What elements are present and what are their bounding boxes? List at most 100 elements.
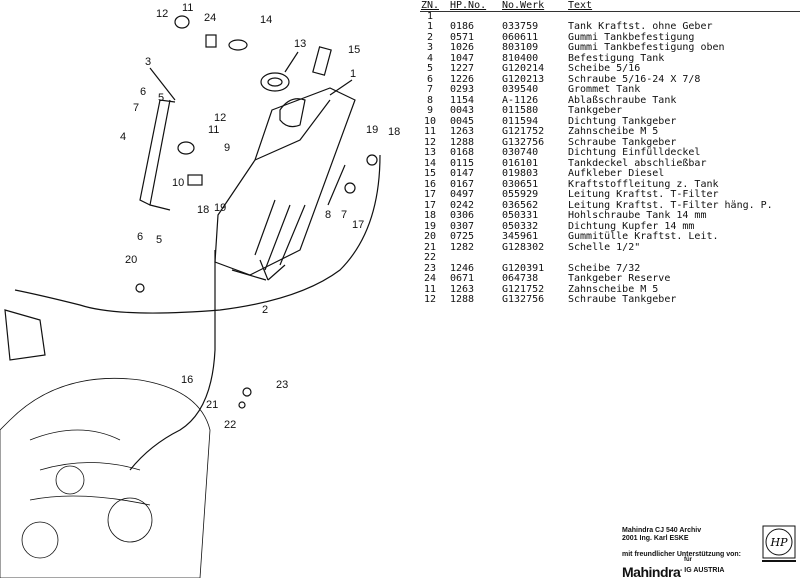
cell-werk: G120214 <box>502 63 545 74</box>
cell-werk: 039540 <box>502 84 539 95</box>
cell-hp: 0306 <box>450 210 475 221</box>
cell-text: Dichtung Kupfer 14 mm <box>568 220 695 232</box>
cell-hp: 0497 <box>450 189 475 200</box>
callout-5b: 5 <box>156 234 163 246</box>
callout-14: 14 <box>260 14 273 26</box>
cell-text: Zahnscheibe M 5 <box>568 283 659 295</box>
cell-zn: 12 <box>423 136 437 148</box>
cell-zn: 17 <box>423 189 437 200</box>
cell-text: Befestigung Tank <box>568 52 665 64</box>
callout-13: 13 <box>294 38 307 50</box>
callout-8: 8 <box>325 209 332 221</box>
parts-table-header: ZN. HP.No. No.Werk Text <box>420 0 773 12</box>
cell-text: Hohlschraube Tank 14 mm <box>568 210 707 221</box>
cell-zn: 13 <box>423 147 437 158</box>
fuel-tank <box>214 87 356 276</box>
callout-7b: 7 <box>341 209 348 221</box>
cell-zn: 12 <box>423 294 437 305</box>
cell-hp: 1288 <box>450 294 475 305</box>
cell-werk: 050332 <box>502 220 539 232</box>
cell-werk: 016101 <box>502 157 539 169</box>
cell-werk: G132756 <box>502 136 545 148</box>
callout-15: 15 <box>348 44 361 56</box>
cell-text: Tank Kraftst. ohne Geber <box>568 21 713 32</box>
cell-zn: 24 <box>423 273 437 284</box>
callout-21: 21 <box>206 399 219 411</box>
cell-werk: G120391 <box>502 262 545 274</box>
header-text: Text <box>568 0 593 11</box>
cell-text: Gummitülle Kraftst. Leit. <box>568 231 719 242</box>
cell-hp: 1047 <box>450 52 475 64</box>
svg-text:HP: HP <box>770 536 789 549</box>
cell-zn: 20 <box>423 231 437 242</box>
hp-seal-logo: HP <box>762 525 796 562</box>
cell-werk: 030740 <box>502 147 539 158</box>
cell-zn: 10 <box>423 115 437 127</box>
cell-werk: G128302 <box>502 241 545 253</box>
cell-zn: 18 <box>423 210 437 221</box>
table-row: 22 <box>420 252 773 264</box>
cell-zn: 8 <box>426 94 434 106</box>
cell-text: Tankgeber Reserve <box>568 273 671 284</box>
cell-text: Gummi Tankbefestigung <box>568 31 695 43</box>
cell-text: Kraftstoffleitung z. Tank <box>568 178 719 190</box>
cell-hp: 0671 <box>450 273 475 284</box>
cell-zn: 15 <box>423 168 437 179</box>
fuel-filter <box>4 309 46 361</box>
cell-text: Schelle 1/2" <box>568 241 641 253</box>
callout-4: 4 <box>120 131 127 143</box>
cell-werk: G121752 <box>502 283 545 295</box>
callout-11b: 11 <box>208 124 220 136</box>
fuel-line-17 <box>14 154 381 314</box>
cell-werk: 030651 <box>502 178 539 190</box>
callout-22: 22 <box>224 419 237 431</box>
cell-text: Schraube 5/16-24 X 7/8 <box>568 73 701 85</box>
cell-zn: 17 <box>423 199 437 211</box>
cell-zn: 9 <box>426 105 434 116</box>
cell-zn: 14 <box>423 157 437 169</box>
callout-12b: 12 <box>214 112 227 124</box>
callout-3: 3 <box>145 56 152 68</box>
cell-werk: 033759 <box>502 21 539 32</box>
cell-text: Ablaßschraube Tank <box>568 94 677 106</box>
cell-werk: A-1126 <box>502 94 539 106</box>
cell-text: Tankdeckel abschließbar <box>568 157 707 169</box>
cell-hp: 0307 <box>450 220 475 232</box>
credit-line-3: mit freundlicher Unterstützung von: <box>622 551 741 558</box>
cell-zn: 6 <box>426 73 434 85</box>
credits: Mahindra CJ 540 Archiv 2001 Ing. Karl ES… <box>622 527 741 559</box>
cell-werk: G120213 <box>502 73 545 85</box>
tank-bracket <box>139 99 176 211</box>
cell-zn: 21 <box>423 241 437 253</box>
callout-16: 16 <box>181 374 194 386</box>
cell-hp: 0115 <box>450 157 475 169</box>
cell-hp: 1227 <box>450 63 475 74</box>
cell-werk <box>492 253 564 264</box>
mahindra-logo: Mahindra <box>622 564 681 578</box>
cell-hp: 0167 <box>450 178 475 190</box>
cell-werk: 810400 <box>502 52 539 64</box>
cell-hp: 0186 <box>450 21 475 32</box>
cell-text: Zahnscheibe M 5 <box>568 126 659 137</box>
cell-hp: 0725 <box>450 231 475 242</box>
cell-text: Aufkleber Diesel <box>568 168 665 179</box>
callout-17: 17 <box>352 219 365 231</box>
callout-6b: 6 <box>137 231 144 243</box>
callout-12: 12 <box>156 8 169 20</box>
cell-werk: 011594 <box>502 115 539 127</box>
cell-zn: 3 <box>426 42 434 53</box>
cell-text: Gummi Tankbefestigung oben <box>568 42 725 53</box>
